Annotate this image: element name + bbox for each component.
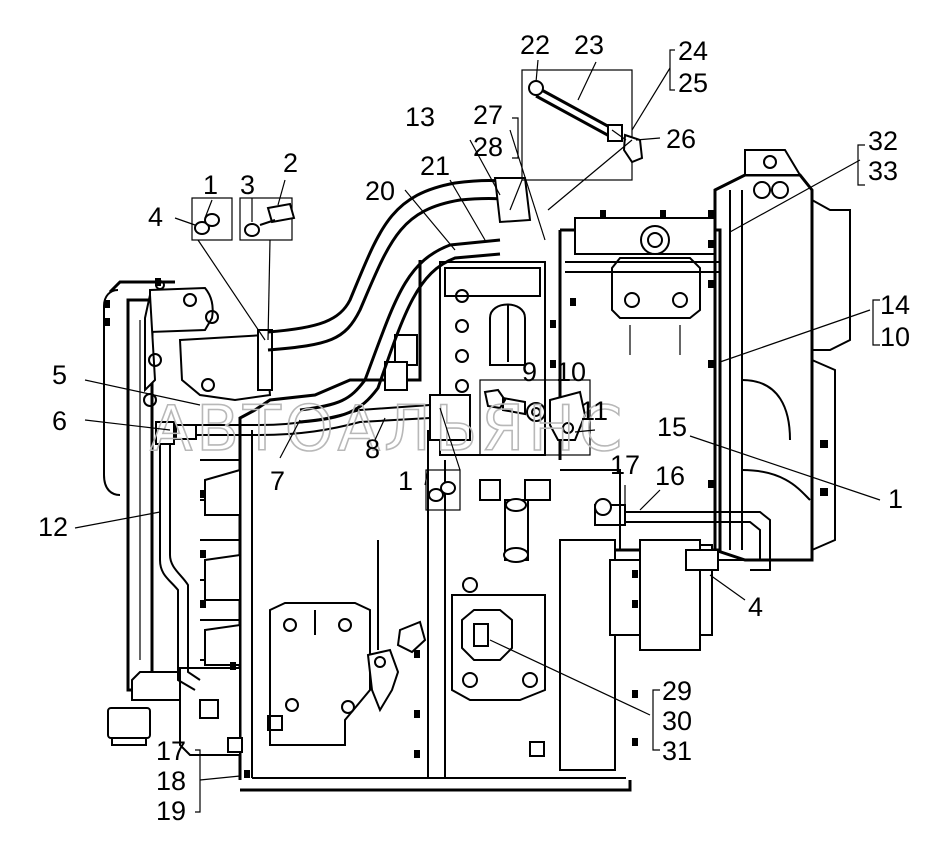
- callout-label: 4: [148, 202, 163, 232]
- callout-label: 5: [52, 360, 67, 390]
- leader-lines: [74, 59, 881, 781]
- transmission-housing: [558, 217, 722, 771]
- callout-label: 8: [365, 434, 380, 464]
- callout-label: 12: [38, 512, 68, 542]
- callout-label: 14: [880, 290, 910, 320]
- callout-label: 23: [574, 30, 604, 60]
- callout-label: 31: [662, 736, 692, 766]
- callout-label: 22: [520, 30, 550, 60]
- callout-label: 26: [666, 124, 696, 154]
- flywheel-housing: [713, 149, 851, 562]
- callout-label: 21: [420, 151, 450, 181]
- fuel-line: [155, 421, 201, 691]
- callout-label: 18: [156, 766, 186, 796]
- callout-label: 10: [880, 322, 910, 352]
- watermark: АВТОАЛЬЯНС: [150, 392, 626, 465]
- callout-label: 33: [868, 156, 898, 186]
- callout-label: 10: [556, 357, 586, 387]
- callout-label: 13: [405, 102, 435, 132]
- hose-assembly: [190, 177, 532, 436]
- callout-label: 6: [52, 406, 67, 436]
- engine-drawing: [103, 69, 851, 792]
- callout-label: 4: [748, 592, 763, 622]
- callout-label: 11: [580, 396, 608, 426]
- callout-label: 3: [240, 170, 255, 200]
- callout-label: 1: [888, 484, 903, 514]
- callout-label: 28: [473, 132, 503, 162]
- washers-top-left: [191, 197, 461, 511]
- callout-label: 16: [655, 461, 685, 491]
- side-cover: [267, 540, 427, 746]
- callout-label: 17: [610, 450, 640, 480]
- callout-label: 27: [473, 100, 503, 130]
- radiator: [103, 280, 186, 746]
- callout-label: 9: [522, 357, 537, 387]
- nozzle-detail: [479, 379, 591, 456]
- callouts: 1 2 3 4 5 6 7 8 9 10 11 12 13 14 10 15 1…: [38, 30, 910, 826]
- callout-label: 30: [662, 706, 692, 736]
- callout-label: 15: [657, 412, 687, 442]
- callout-label: 1: [398, 466, 413, 496]
- brackets: [195, 49, 880, 813]
- callout-label: 1: [203, 170, 218, 200]
- callout-label: 20: [365, 176, 395, 206]
- manifold-housing: [143, 280, 273, 407]
- callout-label: 32: [868, 126, 898, 156]
- callout-label: 17: [156, 736, 186, 766]
- callout-label: 29: [662, 676, 692, 706]
- callout-label: 2: [283, 148, 298, 178]
- callout-label: 24: [678, 36, 708, 66]
- callout-label: 19: [156, 796, 186, 826]
- callout-label: 25: [678, 68, 708, 98]
- bolts: [104, 210, 828, 778]
- lower-right-pipe: [594, 498, 771, 571]
- pipe-detail-inset: [509, 69, 644, 211]
- callout-label: 7: [270, 466, 285, 496]
